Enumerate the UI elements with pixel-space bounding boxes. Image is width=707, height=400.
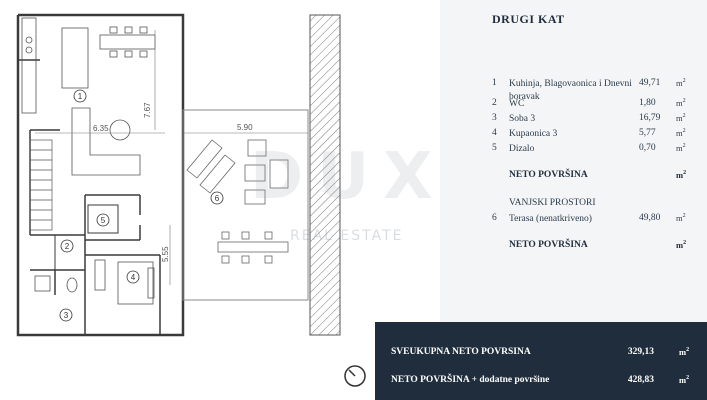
summary-value: 428,83 xyxy=(627,375,654,385)
kitchen-counter xyxy=(21,17,89,114)
room-name: Dizalo xyxy=(509,144,535,154)
room-unit: m2 xyxy=(676,98,686,108)
room-number: 6 xyxy=(492,213,497,223)
room-unit: m2 xyxy=(676,128,686,138)
room-name: Terasa (nenatkriveno) xyxy=(509,214,592,224)
living-sofa xyxy=(71,107,141,176)
summary-value: 329,13 xyxy=(627,347,654,357)
floor-title: DRUGI KAT xyxy=(492,12,565,26)
elevator-shaft xyxy=(87,204,119,234)
room-marker-2: 2 xyxy=(65,242,70,251)
room-unit: m2 xyxy=(676,113,686,123)
room-marker-4: 4 xyxy=(131,273,136,282)
room-marker-5: 5 xyxy=(101,216,106,225)
dim-label-635: 6.35 xyxy=(93,124,109,133)
dining-table xyxy=(99,26,156,58)
neto-surface-label: NETO POVRŠINA xyxy=(509,170,588,180)
room-area: 5,77 xyxy=(639,128,656,138)
dimension-lines xyxy=(35,30,308,285)
neto-surface-label-2: NETO POVRŠINA xyxy=(509,240,588,250)
room-name: Soba 3 xyxy=(509,114,536,124)
room-number: 4 xyxy=(492,128,497,138)
dim-label-555: 5.55 xyxy=(161,246,170,262)
compass-icon xyxy=(344,365,366,387)
staircase xyxy=(29,139,53,231)
building-walls xyxy=(16,13,185,337)
room-markers: 1 2 3 4 5 6 xyxy=(59,89,224,322)
wc-room xyxy=(54,234,86,271)
terrace-outline xyxy=(182,109,309,301)
floor-plan: 6.35 7.67 5.90 5.55 1 2 3 4 5 6 xyxy=(16,13,341,337)
interior-walls xyxy=(18,59,161,335)
room-unit: m2 xyxy=(676,78,686,88)
room-marker-1: 1 xyxy=(78,92,83,101)
terrace-loungers xyxy=(186,139,289,205)
room-number: 3 xyxy=(492,113,497,123)
summary-unit: m2 xyxy=(679,347,690,357)
room-number: 5 xyxy=(492,143,497,153)
room-number: 1 xyxy=(492,78,497,88)
neto-surface-unit-2: m2 xyxy=(676,240,687,250)
summary-box: SVEUKUPNA NETO POVRSINA 329,13 m2 NETO P… xyxy=(375,322,707,400)
room-area: 49,71 xyxy=(639,78,661,88)
room-area: 1,80 xyxy=(639,98,656,108)
dim-label-767: 7.67 xyxy=(143,102,152,118)
bed xyxy=(117,261,155,305)
room-area: 0,70 xyxy=(639,143,656,153)
room-area: 16,79 xyxy=(639,113,661,123)
neto-surface-unit: m2 xyxy=(676,170,687,180)
summary-label: SVEUKUPNA NETO POVRSINA xyxy=(391,347,531,357)
outdoor-heading: VANJSKI PROSTORI xyxy=(509,198,596,208)
room-name: Kupaonica 3 xyxy=(509,129,558,139)
room-marker-6: 6 xyxy=(215,194,220,203)
room-unit: m2 xyxy=(676,213,686,223)
hatched-wall xyxy=(309,14,341,336)
room-area: 49,80 xyxy=(639,213,661,223)
room-marker-3: 3 xyxy=(64,311,69,320)
room-name: WC xyxy=(509,99,525,109)
room-number: 2 xyxy=(492,98,497,108)
summary-label: NETO POVRŠINA + dodatne površine xyxy=(391,375,550,385)
terrace-dining xyxy=(217,231,289,264)
bathroom-fixtures xyxy=(34,259,106,293)
dim-label-590: 5.90 xyxy=(237,123,253,132)
room-name: Kuhinja, Blagovaonica i Dnevni boravak xyxy=(509,79,632,102)
room-unit: m2 xyxy=(676,143,686,153)
summary-unit: m2 xyxy=(679,375,690,385)
